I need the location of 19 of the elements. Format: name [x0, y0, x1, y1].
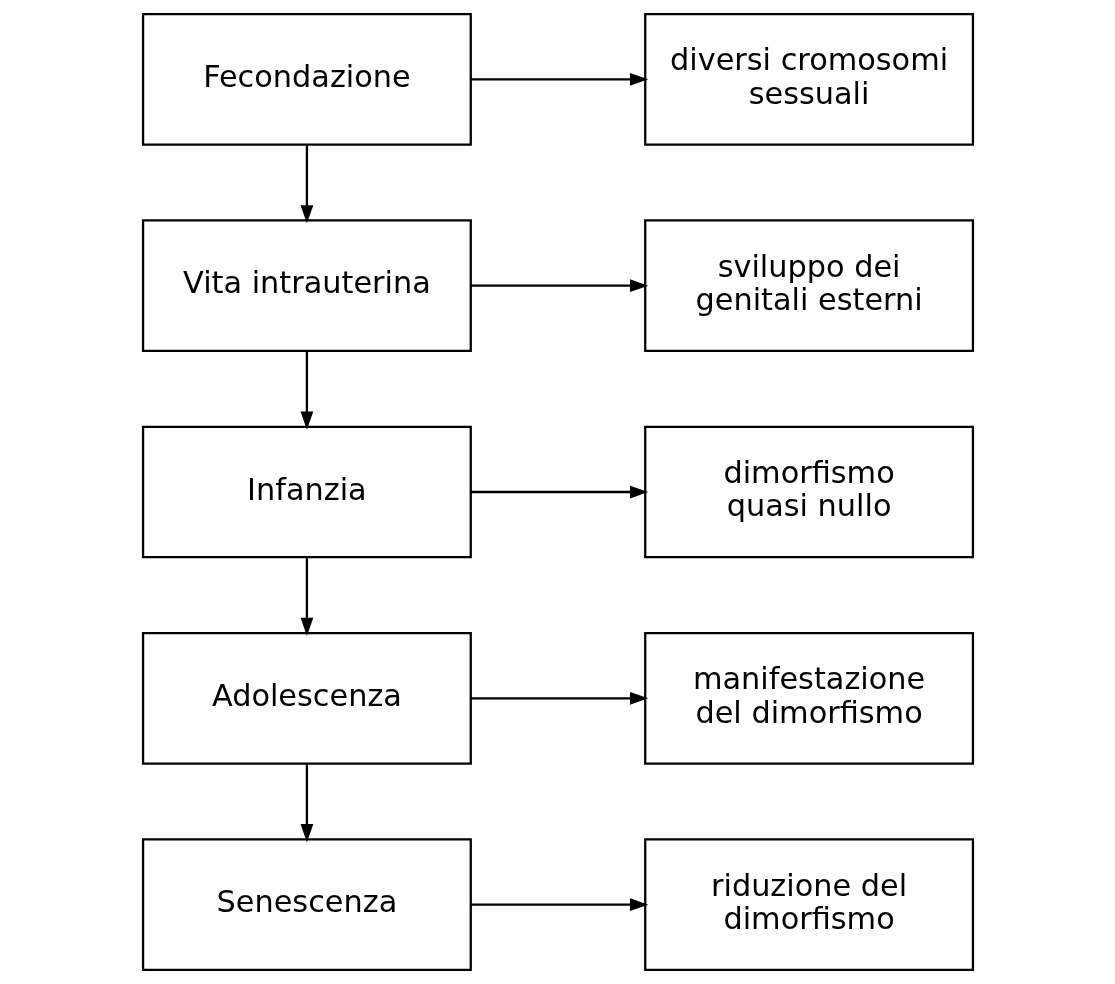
arrow [300, 557, 313, 637]
node-box: manifestazione del dimorfismo [643, 631, 974, 765]
node-box: Fecondazione [141, 12, 472, 146]
node-box: Vita intrauterina [141, 219, 472, 353]
node-box: dimorfismo quasi nullo [643, 425, 974, 559]
arrow [470, 898, 648, 912]
node-box: Infanzia [141, 425, 472, 559]
arrow [470, 279, 648, 293]
node-box: riduzione del dimorfismo [643, 838, 974, 972]
node-box: sviluppo dei genitali esterni [643, 219, 974, 353]
arrow [470, 485, 648, 499]
arrow [300, 763, 313, 843]
arrow [470, 691, 648, 705]
node-box: Senescenza [141, 838, 472, 972]
node-box: Adolescenza [141, 631, 472, 765]
arrow [300, 144, 313, 224]
arrow [470, 72, 648, 86]
node-box: diversi cromosomi sessuali [643, 12, 974, 146]
arrow [300, 350, 313, 430]
